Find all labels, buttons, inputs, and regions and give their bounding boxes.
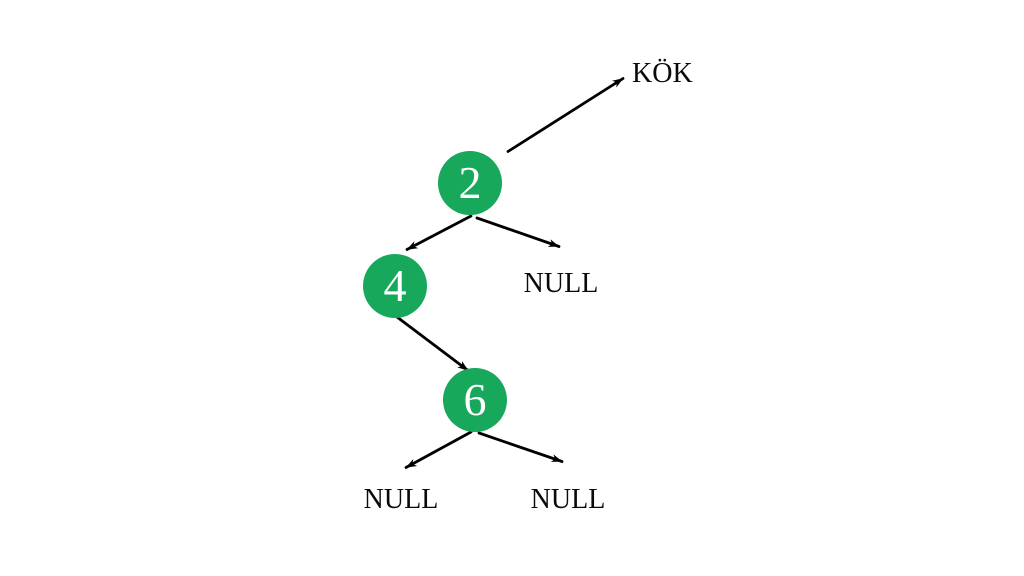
edge-2-left-to-4 [405, 214, 473, 251]
edge-2-right-to-null [475, 216, 561, 248]
root-pointer-label: KÖK [632, 58, 693, 89]
tree-node-4-value: 4 [384, 260, 407, 311]
tree-nodes: 2 4 6 [363, 151, 507, 432]
null-label-left-of-6: NULL [363, 484, 439, 515]
edge-4-right-to-6 [395, 315, 470, 372]
null-label-right-of-6: NULL [530, 484, 606, 515]
edge-6-left-to-null [404, 430, 473, 469]
tree-node-2-circle [438, 151, 502, 215]
tree-node-6-circle [443, 368, 507, 432]
tree-node-2-value: 2 [459, 157, 482, 208]
tree-node-6-value: 6 [464, 374, 487, 425]
tree-edges [395, 77, 625, 469]
null-label-right-of-2: NULL [523, 268, 599, 299]
edge-6-right-to-null [477, 431, 564, 463]
tree-node-4-circle [363, 254, 427, 318]
edge-root-pointer [506, 77, 625, 153]
